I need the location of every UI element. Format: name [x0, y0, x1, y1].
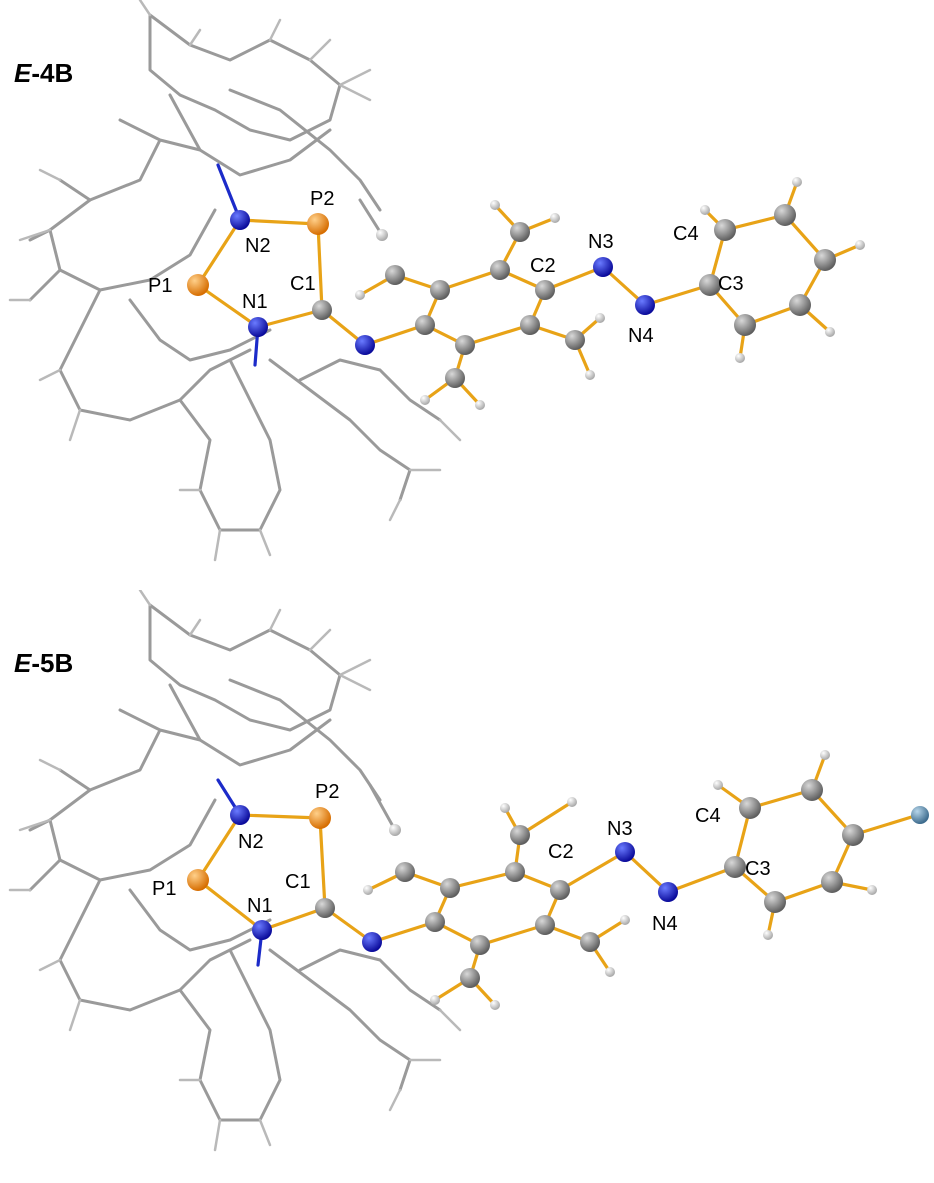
label-c4: C4 — [673, 223, 699, 245]
aryl-wireframe — [8, 590, 462, 1152]
structure-panel-e4b: E-4B — [0, 0, 934, 590]
label-n1: N1 — [247, 895, 273, 917]
atom-p1 — [187, 274, 209, 296]
label-c1: C1 — [290, 273, 316, 295]
label-n1: N1 — [242, 291, 268, 313]
atom-p2 — [309, 807, 331, 829]
atom-c2 — [535, 280, 555, 300]
label-n4: N4 — [652, 913, 678, 935]
label-c4: C4 — [695, 805, 721, 827]
structure-title: E-5B — [14, 648, 73, 678]
label-n2: N2 — [238, 831, 264, 853]
atom-terminal — [911, 806, 929, 824]
atom-c2 — [550, 880, 570, 900]
label-n3: N3 — [588, 231, 614, 253]
label-c3: C3 — [718, 273, 744, 295]
atom-labels: P2 N2 P1 N1 C1 C2 N3 N4 C3 C4 — [148, 188, 744, 347]
atom-n — [355, 335, 375, 355]
atom-n — [362, 932, 382, 952]
atom-p1 — [187, 869, 209, 891]
atom-n2 — [230, 210, 250, 230]
atom-c3 — [699, 274, 721, 296]
label-p2: P2 — [310, 188, 334, 210]
label-c1: C1 — [285, 871, 311, 893]
atom-c3 — [724, 856, 746, 878]
atom-c1 — [312, 300, 332, 320]
atom-n3 — [615, 842, 635, 862]
atom-c1 — [315, 898, 335, 918]
atom-n4 — [658, 882, 678, 902]
atom-n4 — [635, 295, 655, 315]
label-n4: N4 — [628, 325, 654, 347]
molecule-e4b: E-4B — [8, 0, 865, 562]
atom-n3 — [593, 257, 613, 277]
aryl-wireframe — [8, 0, 462, 562]
atom-n2 — [230, 805, 250, 825]
atom-n1 — [252, 920, 272, 940]
label-c2: C2 — [530, 255, 556, 277]
atom-n1 — [248, 317, 268, 337]
atom-labels: P2 N2 P1 N1 C1 C2 N3 N4 C3 C4 — [152, 781, 771, 935]
structure-panel-e5b: E-5B — [0, 590, 934, 1183]
label-n2: N2 — [245, 235, 271, 257]
molecule-e5b: E-5B — [8, 590, 929, 1152]
label-p1: P1 — [152, 878, 176, 900]
label-p1: P1 — [148, 275, 172, 297]
atom-p2 — [307, 213, 329, 235]
label-p2: P2 — [315, 781, 339, 803]
label-n3: N3 — [607, 818, 633, 840]
atom-c4 — [714, 219, 736, 241]
label-c3: C3 — [745, 858, 771, 880]
atoms — [187, 177, 865, 410]
atom-c4 — [739, 797, 761, 819]
atoms — [187, 750, 929, 1010]
label-c2: C2 — [548, 841, 574, 863]
structure-title: E-4B — [14, 58, 73, 88]
